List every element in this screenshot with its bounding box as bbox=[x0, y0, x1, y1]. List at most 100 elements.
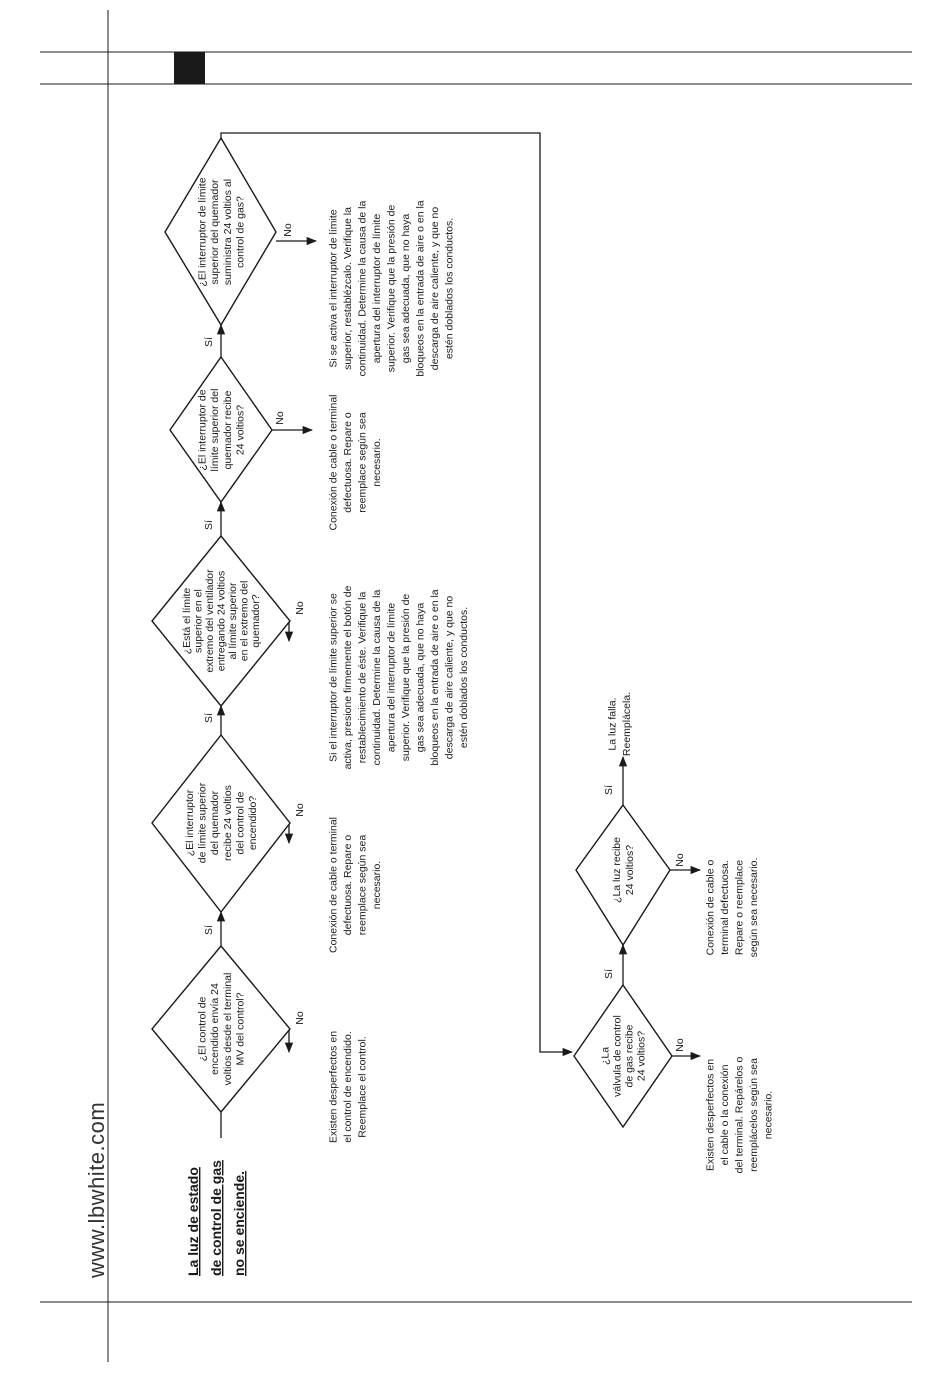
decision-d6: ¿Laválvula de controlde gas recibe24 vol… bbox=[600, 1015, 648, 1097]
decision-d2-line: recibe 24 voltios bbox=[222, 785, 234, 861]
decision-d3-line: entregando 24 voltios bbox=[216, 571, 228, 671]
decision-d3-line: superior en el bbox=[193, 589, 205, 653]
website-url: www.lbwhite.com bbox=[84, 1102, 109, 1279]
decision-d1-line: MV del control? bbox=[234, 992, 246, 1065]
yes-label: Sí bbox=[203, 713, 215, 723]
decision-d4-line: ¿El interruptor de bbox=[197, 389, 209, 470]
outcome-o6-line: Existen desperfectos en bbox=[705, 1059, 717, 1171]
outcome-o8: La luz falla.Reemplácela. bbox=[606, 692, 633, 756]
outcome-o3-line: continuidad. Determine la causa de la bbox=[371, 590, 383, 766]
outcome-o8-line: La luz falla. bbox=[606, 697, 618, 750]
decision-d2-line: de límite superior bbox=[197, 782, 209, 863]
outcome-o5-line: bloqueos en la entrada de aire o en la bbox=[415, 200, 427, 376]
decision-d7-text: ¿La luz recibe24 voltios? bbox=[611, 837, 636, 903]
decision-d2: ¿El interruptorde límite superiordel que… bbox=[184, 782, 259, 863]
decision-d2-line: del quemador bbox=[209, 790, 221, 855]
outcome-o7-line: Conexión de cable o bbox=[704, 859, 716, 955]
decision-d2-line: del control de bbox=[234, 791, 246, 854]
yes-label: Sí bbox=[603, 969, 615, 979]
decision-d3-shape bbox=[151, 534, 291, 708]
decision-d7-shape bbox=[575, 803, 671, 947]
decision-d1-line: voltios desde el terminal bbox=[222, 973, 234, 1086]
flowchart-text: ¿El control deencendido envía 24voltios … bbox=[181, 177, 775, 1173]
decision-d1-line: ¿El control de bbox=[197, 996, 209, 1061]
flowchart-title-line: no se enciende. bbox=[231, 1171, 247, 1276]
outcome-o7-line: según sea necesario. bbox=[748, 858, 760, 958]
outcome-o7-line: terminal defectuosa. bbox=[719, 860, 731, 955]
outcome-o3-line: estén doblados los conductos. bbox=[458, 607, 470, 748]
no-label: No bbox=[282, 223, 294, 237]
outcome-o6-line: del terminal. Repárelos o bbox=[734, 1056, 746, 1173]
decision-d3-line: al límite superior bbox=[227, 582, 239, 660]
decision-d1-text: ¿El control deencendido envía 24voltios … bbox=[197, 973, 247, 1086]
connector-d5-d6 bbox=[220, 132, 574, 1057]
outcome-o5-line: continuidad. Determine la causa de la bbox=[357, 201, 369, 377]
decision-d7: ¿La luz recibe24 voltios? bbox=[611, 837, 636, 903]
flowchart-title-line: de control de gas bbox=[208, 1160, 224, 1276]
outcome-o6-line: necesario. bbox=[763, 1091, 775, 1139]
outcome-o5-line: gas sea adecuada, que no haya bbox=[400, 214, 412, 364]
outcome-o5-line: descarga de aire caliente, y que no bbox=[429, 207, 441, 371]
yes-label: Sí bbox=[203, 925, 215, 935]
no-label: No bbox=[294, 803, 306, 817]
decision-d4: ¿El interruptor delímite superior delque… bbox=[197, 389, 247, 472]
decision-d3: ¿Está el límitesuperior en elextremo del… bbox=[181, 569, 262, 673]
decision-d4-shape bbox=[169, 355, 273, 504]
outcome-o3-line: restablecimiento de éste. Verifique la bbox=[356, 592, 368, 764]
decision-d4-line: quemador recibe bbox=[222, 390, 234, 469]
decision-d6-text: ¿Laválvula de controlde gas recibe24 vol… bbox=[600, 1015, 648, 1097]
outcome-o4-line: necesario. bbox=[371, 438, 383, 486]
decision-shapes bbox=[151, 136, 673, 1129]
decision-d2-line: encendido? bbox=[247, 796, 259, 850]
decision-d6-line: de gas recibe bbox=[624, 1024, 636, 1087]
decision-d7-line: ¿La luz recibe bbox=[611, 837, 623, 903]
outcome-o5-line: estén doblados los conductos. bbox=[444, 218, 456, 359]
outcome-o3-line: gas sea adecuada, que no haya bbox=[415, 603, 427, 753]
outcome-o6-line: el cable o la conexión bbox=[719, 1064, 731, 1165]
decision-d1: ¿El control deencendido envía 24voltios … bbox=[197, 973, 247, 1086]
outcome-o7-line: Repare o reemplace bbox=[734, 860, 746, 955]
decision-d6-line: ¿La bbox=[600, 1047, 612, 1065]
decision-d7-line: 24 voltios? bbox=[624, 845, 636, 895]
outcome-o3-line: apertura del interruptor de límite bbox=[385, 603, 397, 753]
connectors bbox=[216, 132, 702, 1138]
decision-d2-line: ¿El interruptor bbox=[184, 789, 196, 856]
outcome-o3-line: bloqueos en la entrada de aire o en la bbox=[429, 589, 441, 765]
outcome-o8-line: Reemplácela. bbox=[621, 692, 633, 756]
decision-d5-text: ¿El interruptor de límitesuperior del qu… bbox=[197, 177, 247, 286]
flowchart-title-line: La luz de estado bbox=[185, 1167, 201, 1276]
outcome-o2-line: reemplace según sea bbox=[357, 835, 369, 936]
decision-d2-shape bbox=[151, 733, 291, 914]
decision-d5: ¿El interruptor de límitesuperior del qu… bbox=[197, 177, 247, 286]
outcome-o2-line: Conexión de cable o terminal bbox=[327, 817, 339, 953]
yes-label: Sí bbox=[603, 785, 615, 795]
outcome-o2-line: necesario. bbox=[371, 861, 383, 909]
outcome-o1-line: Existen desperfectos en bbox=[328, 1031, 340, 1143]
outcome-o2-line: defectuosa. Repare o bbox=[342, 835, 354, 936]
decision-d4-line: 24 voltios? bbox=[234, 405, 246, 455]
outcome-o1-line: Reemplace el control. bbox=[357, 1036, 369, 1138]
decision-d6-line: 24 voltios? bbox=[636, 1031, 648, 1081]
decision-d3-text: ¿Está el límitesuperior en elextremo del… bbox=[181, 569, 262, 673]
yes-label: Sí bbox=[203, 520, 215, 530]
outcome-o8-text: La luz falla.Reemplácela. bbox=[606, 692, 633, 756]
outcome-o3-line: superior. Verifique que la presión de bbox=[400, 594, 412, 762]
decision-d3-line: en el extremo del bbox=[239, 581, 251, 662]
no-label: No bbox=[274, 411, 286, 425]
outcome-o1-line: el control de encendido. bbox=[342, 1031, 354, 1143]
